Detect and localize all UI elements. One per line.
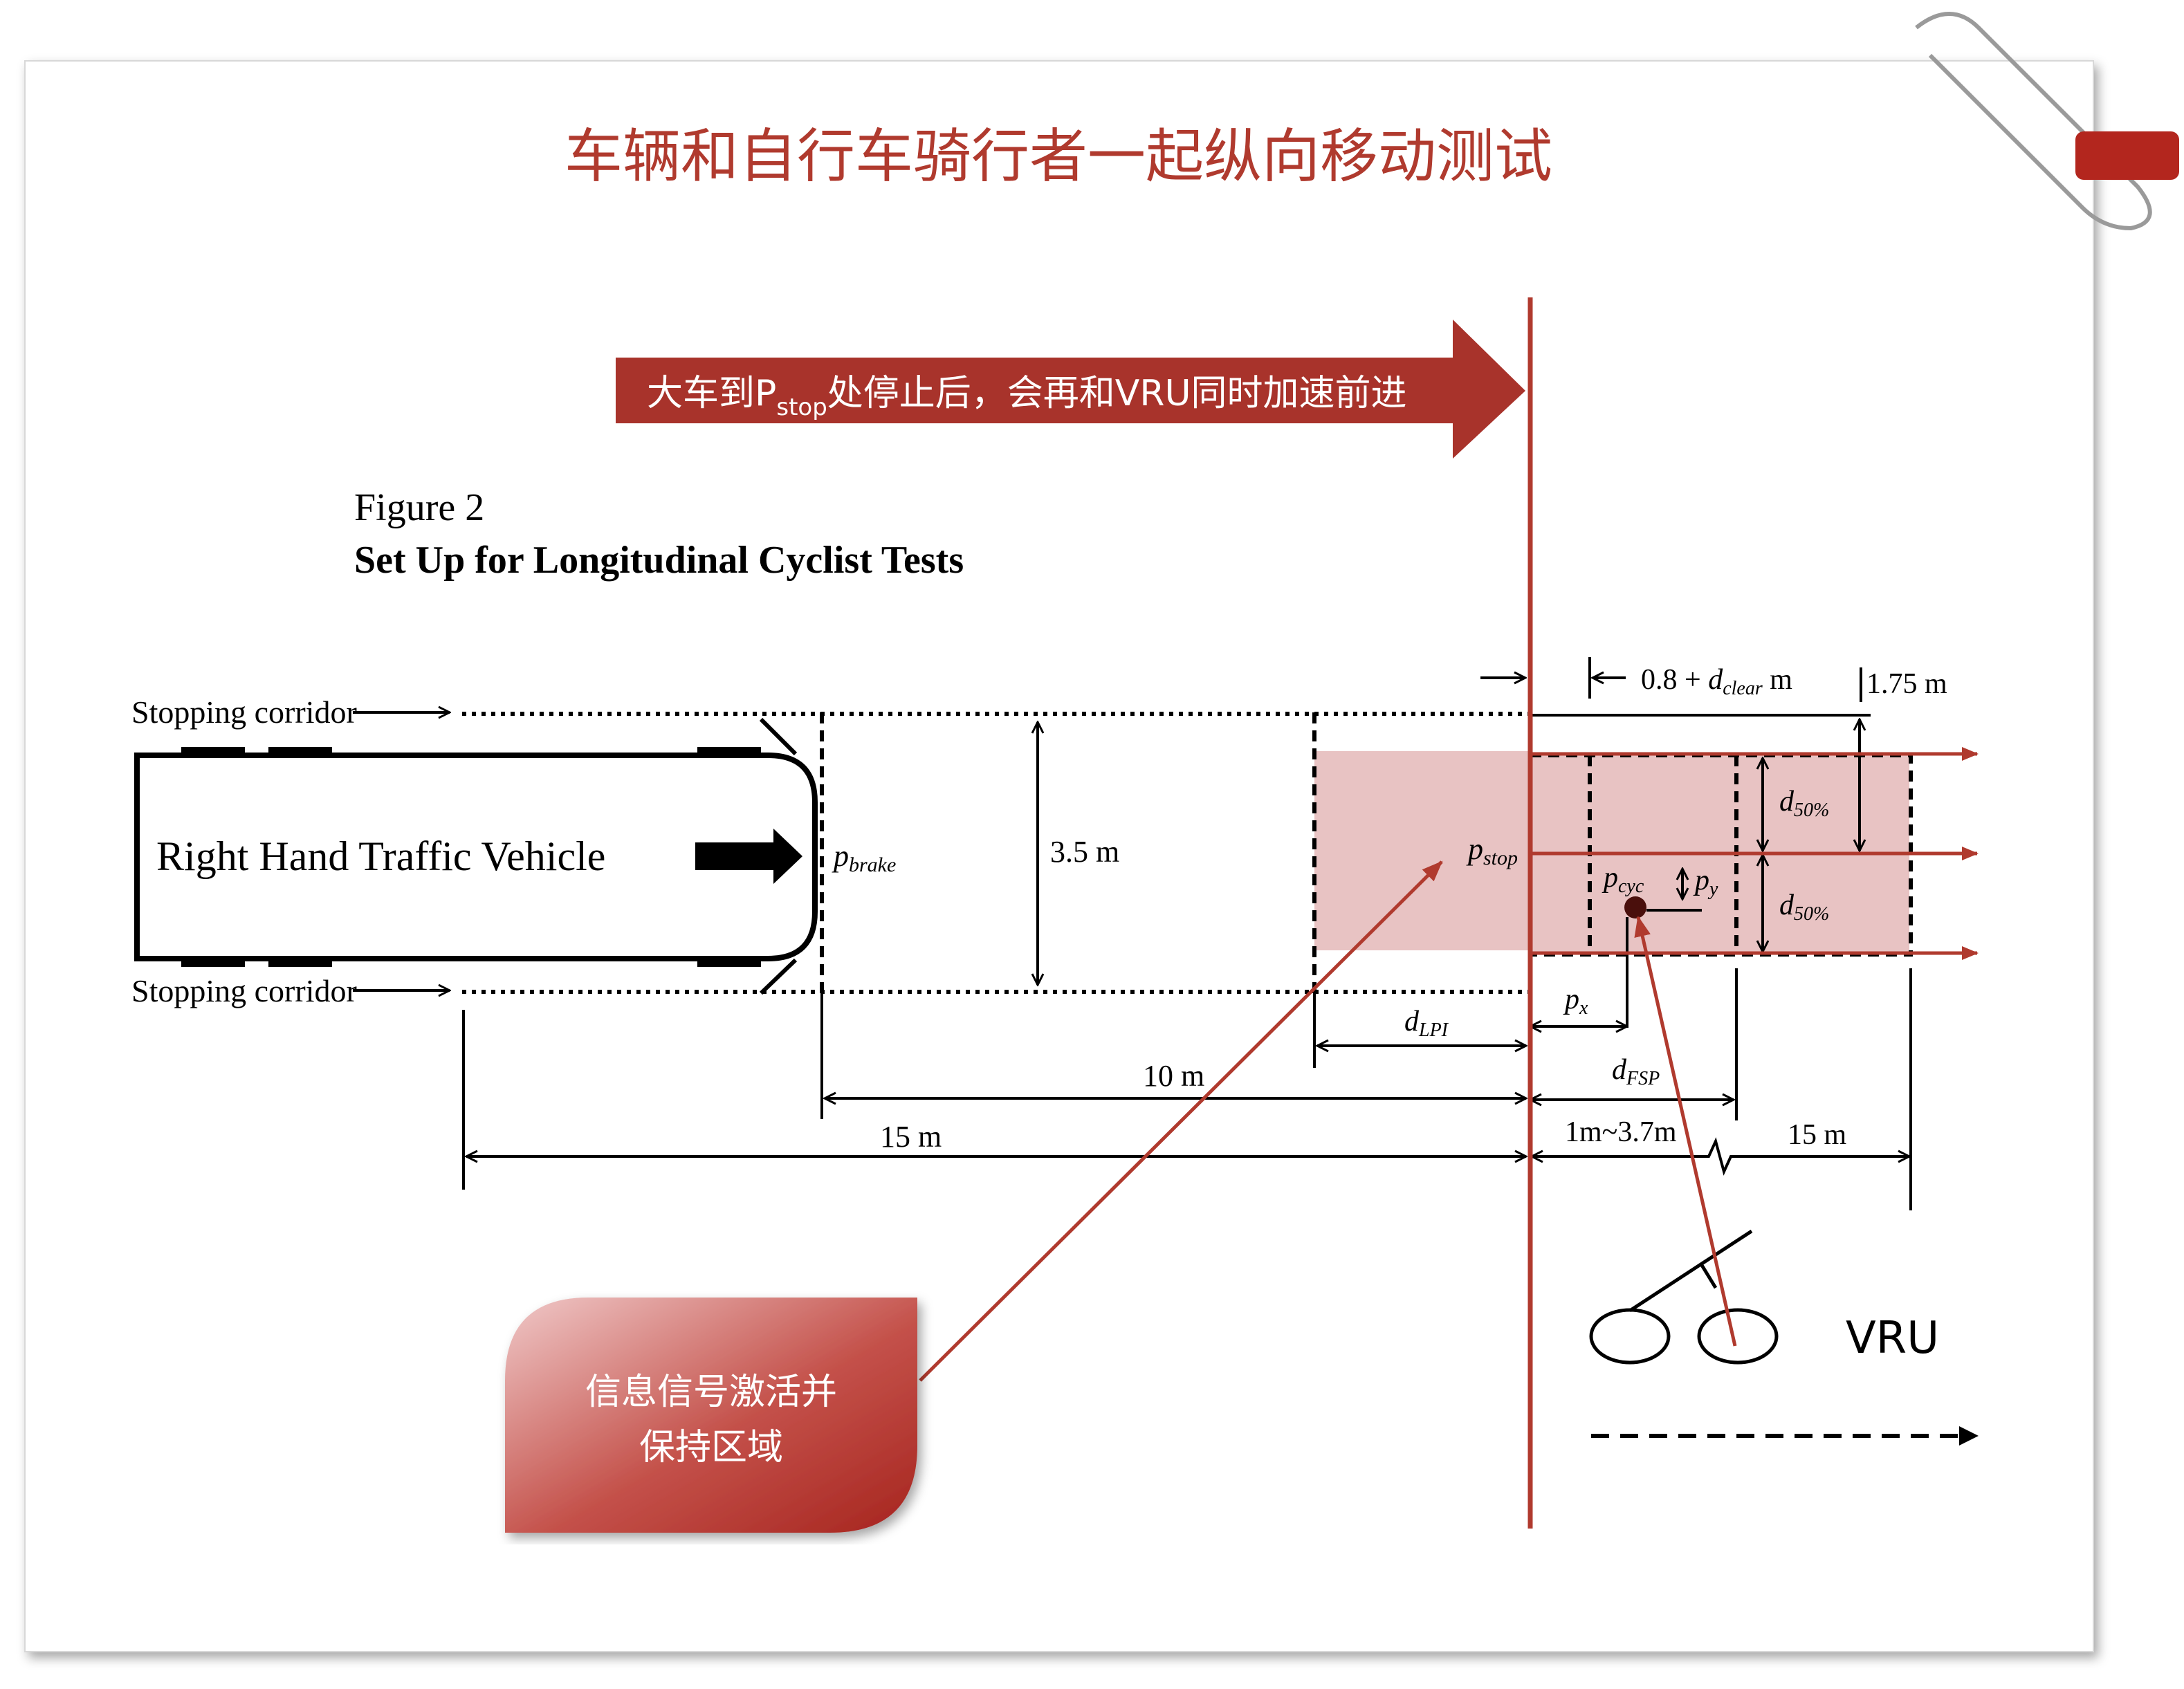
vru-pointer: [1634, 916, 1737, 1347]
d50-bottom-label: d50%: [1779, 889, 1829, 925]
stopping-corridor-lines: [462, 712, 1529, 994]
bicycle-icon: [1589, 1229, 1779, 1365]
corridor-label-bottom: Stopping corridor: [131, 973, 357, 1008]
dist-15-right-label: 15 m: [1788, 1119, 1847, 1151]
banner-arrow: [616, 320, 1525, 459]
d50-top-label: d50%: [1779, 786, 1829, 821]
dist-right-arrow: [1532, 1137, 1909, 1176]
p-y-label: py: [1693, 865, 1718, 900]
corridor-label-top: Stopping corridor: [131, 694, 357, 730]
info-zone-left: [1314, 751, 1529, 950]
d-lpi-label: dLPI: [1404, 1006, 1449, 1041]
callout-line1: 信息信号激活并: [585, 1372, 837, 1413]
width-35-label: 3.5 m: [1050, 835, 1119, 869]
dist-10-label: 10 m: [1143, 1059, 1204, 1093]
callout-pointer: [919, 860, 1443, 1382]
vru-motion-arrows: [1530, 747, 1979, 960]
vru-label: VRU: [1846, 1313, 1939, 1364]
callout-bubble: [505, 1298, 917, 1533]
p-brake-label: pbrake: [832, 839, 896, 876]
dist-1-37-label: 1m~3.7m: [1565, 1116, 1677, 1148]
d-fsp-label: dFSP: [1612, 1054, 1660, 1089]
p-stop-label: pstop: [1466, 832, 1518, 869]
paperclip-icon: [1915, 12, 2179, 231]
clear-dim-label: 0.8 + dclear m: [1641, 664, 1792, 699]
callout-line2: 保持区域: [639, 1427, 783, 1468]
vehicle: [134, 717, 818, 995]
slide-title: 车辆和自行车骑行者一起纵向移动测试: [565, 122, 1552, 190]
width-175-label: 1.75 m: [1866, 668, 1947, 700]
dist-15-left-label: 15 m: [880, 1120, 942, 1154]
p-x-label: px: [1563, 984, 1588, 1019]
cyclist-position-dot: [1624, 896, 1646, 919]
figure-number: Figure 2: [354, 486, 484, 529]
p-cyc-label: pcyc: [1602, 862, 1644, 897]
banner-text: 大车到Pstop处停止后，会再和VRU同时加速前进: [647, 373, 1407, 421]
vru-path-arrowhead: [1959, 1426, 1979, 1446]
vehicle-label: Right Hand Traffic Vehicle: [156, 833, 605, 879]
figure-caption: Set Up for Longitudinal Cyclist Tests: [354, 539, 964, 582]
